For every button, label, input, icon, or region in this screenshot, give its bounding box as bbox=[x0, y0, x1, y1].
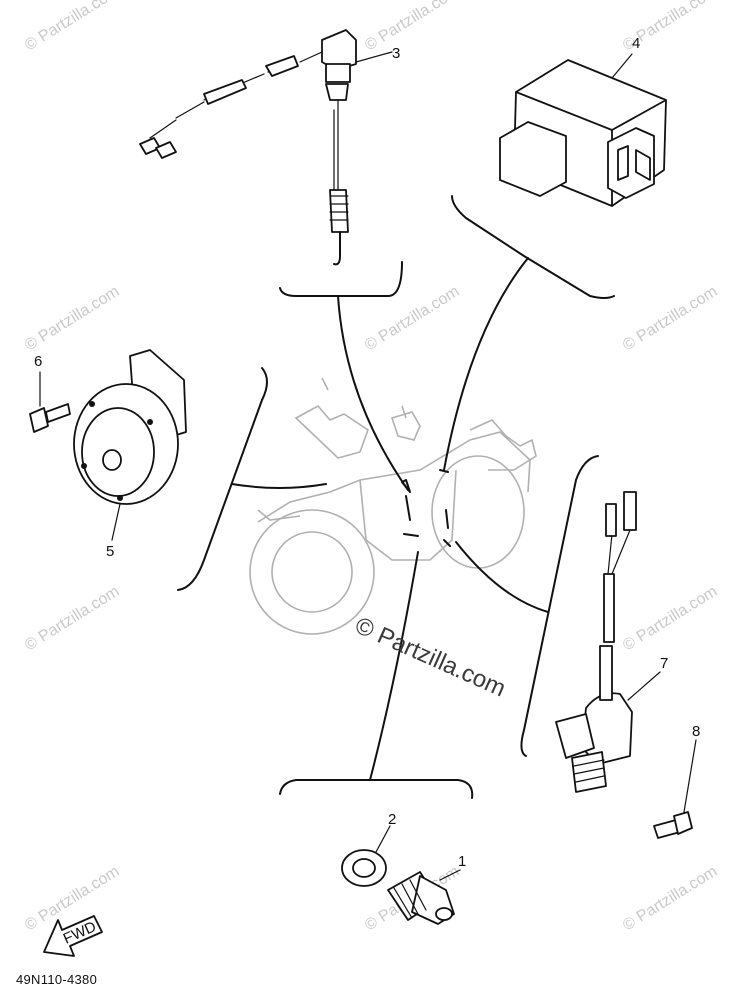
part-3-relay bbox=[139, 29, 393, 266]
part-2-gasket bbox=[341, 825, 391, 887]
part-1-switch bbox=[387, 869, 461, 925]
motorcycle-silhouette bbox=[249, 377, 537, 635]
callout-1: 1 bbox=[458, 853, 466, 870]
leader-lines bbox=[177, 195, 615, 799]
callout-7: 7 bbox=[660, 655, 668, 672]
part-4-flasher bbox=[499, 53, 667, 207]
callout-3: 3 bbox=[392, 45, 400, 62]
diagram-code: 49N110-4380 bbox=[16, 972, 98, 987]
fwd-label: FWD bbox=[61, 918, 99, 947]
part-6-bolt bbox=[29, 371, 71, 433]
callout-4: 4 bbox=[632, 35, 640, 52]
part-8-bolt bbox=[653, 739, 697, 839]
callout-8: 8 bbox=[692, 723, 700, 740]
bracket-part-1 bbox=[279, 779, 474, 799]
part-7-switch bbox=[555, 491, 661, 793]
callout-5: 5 bbox=[106, 543, 114, 560]
bracket-part-5 bbox=[177, 367, 268, 591]
bracket-part-3 bbox=[279, 261, 403, 297]
fwd-arrow-icon: FWD bbox=[43, 915, 103, 957]
part-5-horn bbox=[73, 349, 187, 541]
bracket-part-4 bbox=[451, 195, 615, 299]
bracket-part-7 bbox=[520, 455, 599, 757]
callout-6: 6 bbox=[34, 353, 42, 370]
callout-2: 2 bbox=[388, 811, 396, 828]
